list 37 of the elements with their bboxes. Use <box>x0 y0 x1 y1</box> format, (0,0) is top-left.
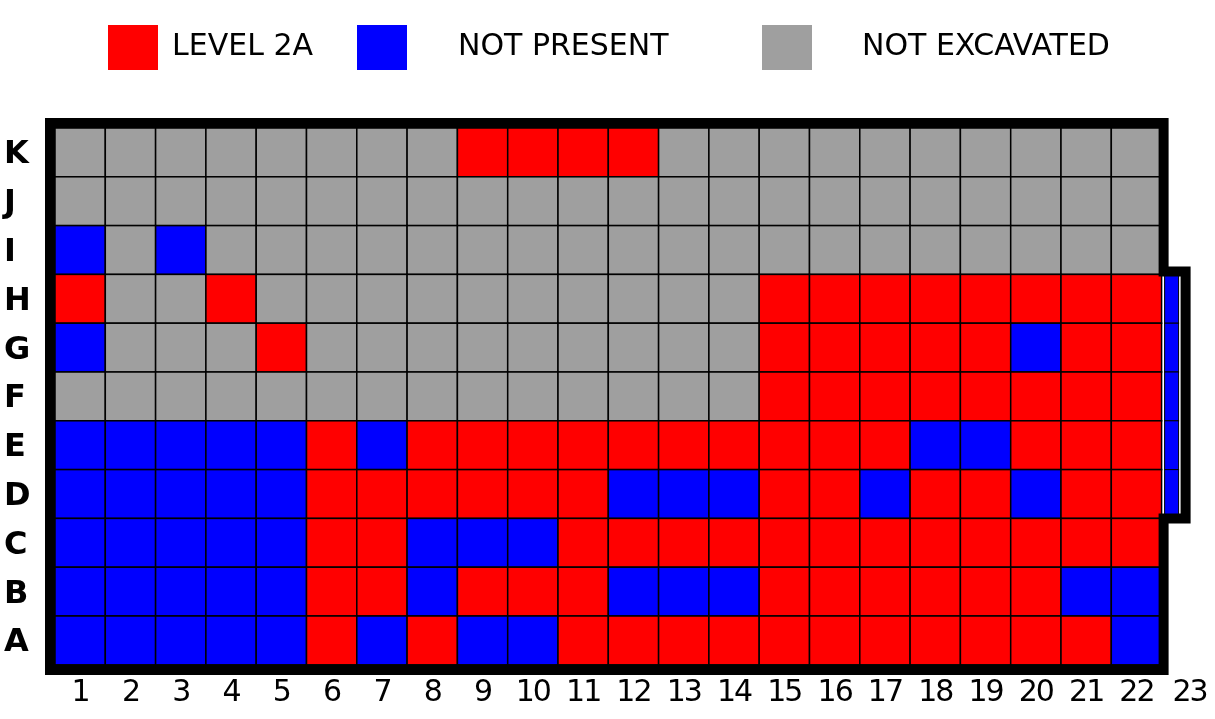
legend-label: LEVEL 2A <box>172 30 313 60</box>
column-label: 12 <box>615 676 652 706</box>
column-label: 17 <box>866 676 904 706</box>
column-label: 11 <box>565 676 602 706</box>
column-label: 14 <box>715 676 753 706</box>
column-label: 1 <box>70 676 90 706</box>
row-label: D <box>4 478 31 510</box>
row-label: E <box>4 429 26 462</box>
column-label: 15 <box>766 676 803 706</box>
row-label: C <box>4 526 28 559</box>
column-label: 10 <box>514 676 551 706</box>
column-label: 13 <box>665 676 702 706</box>
row-label: B <box>4 575 29 608</box>
column-label: 9 <box>473 676 493 706</box>
row-label: A <box>4 624 29 657</box>
row-label: I <box>4 234 16 266</box>
column-label: 22 <box>1118 676 1155 706</box>
column-label: 8 <box>422 676 442 706</box>
legend-label: NOT PRESENT <box>458 30 669 60</box>
column-label: 20 <box>1017 676 1054 706</box>
column-label: 23 <box>1171 676 1208 706</box>
column-label: 7 <box>372 676 392 706</box>
row-label: F <box>4 380 26 413</box>
column-label: 21 <box>1068 676 1105 706</box>
column-label: 19 <box>967 676 1004 706</box>
column-label: 3 <box>171 676 191 706</box>
column-label: 5 <box>271 676 291 706</box>
row-label: K <box>4 136 29 169</box>
column-label: 16 <box>816 676 853 706</box>
legend-label: NOT EXCAVATED <box>862 30 1110 60</box>
column-label: 4 <box>221 676 241 706</box>
column-label: 18 <box>917 676 954 706</box>
row-label: H <box>4 282 31 315</box>
column-label: 6 <box>322 676 342 706</box>
row-label: J <box>4 185 16 218</box>
column-label: 2 <box>120 676 140 706</box>
row-label: G <box>4 331 31 364</box>
